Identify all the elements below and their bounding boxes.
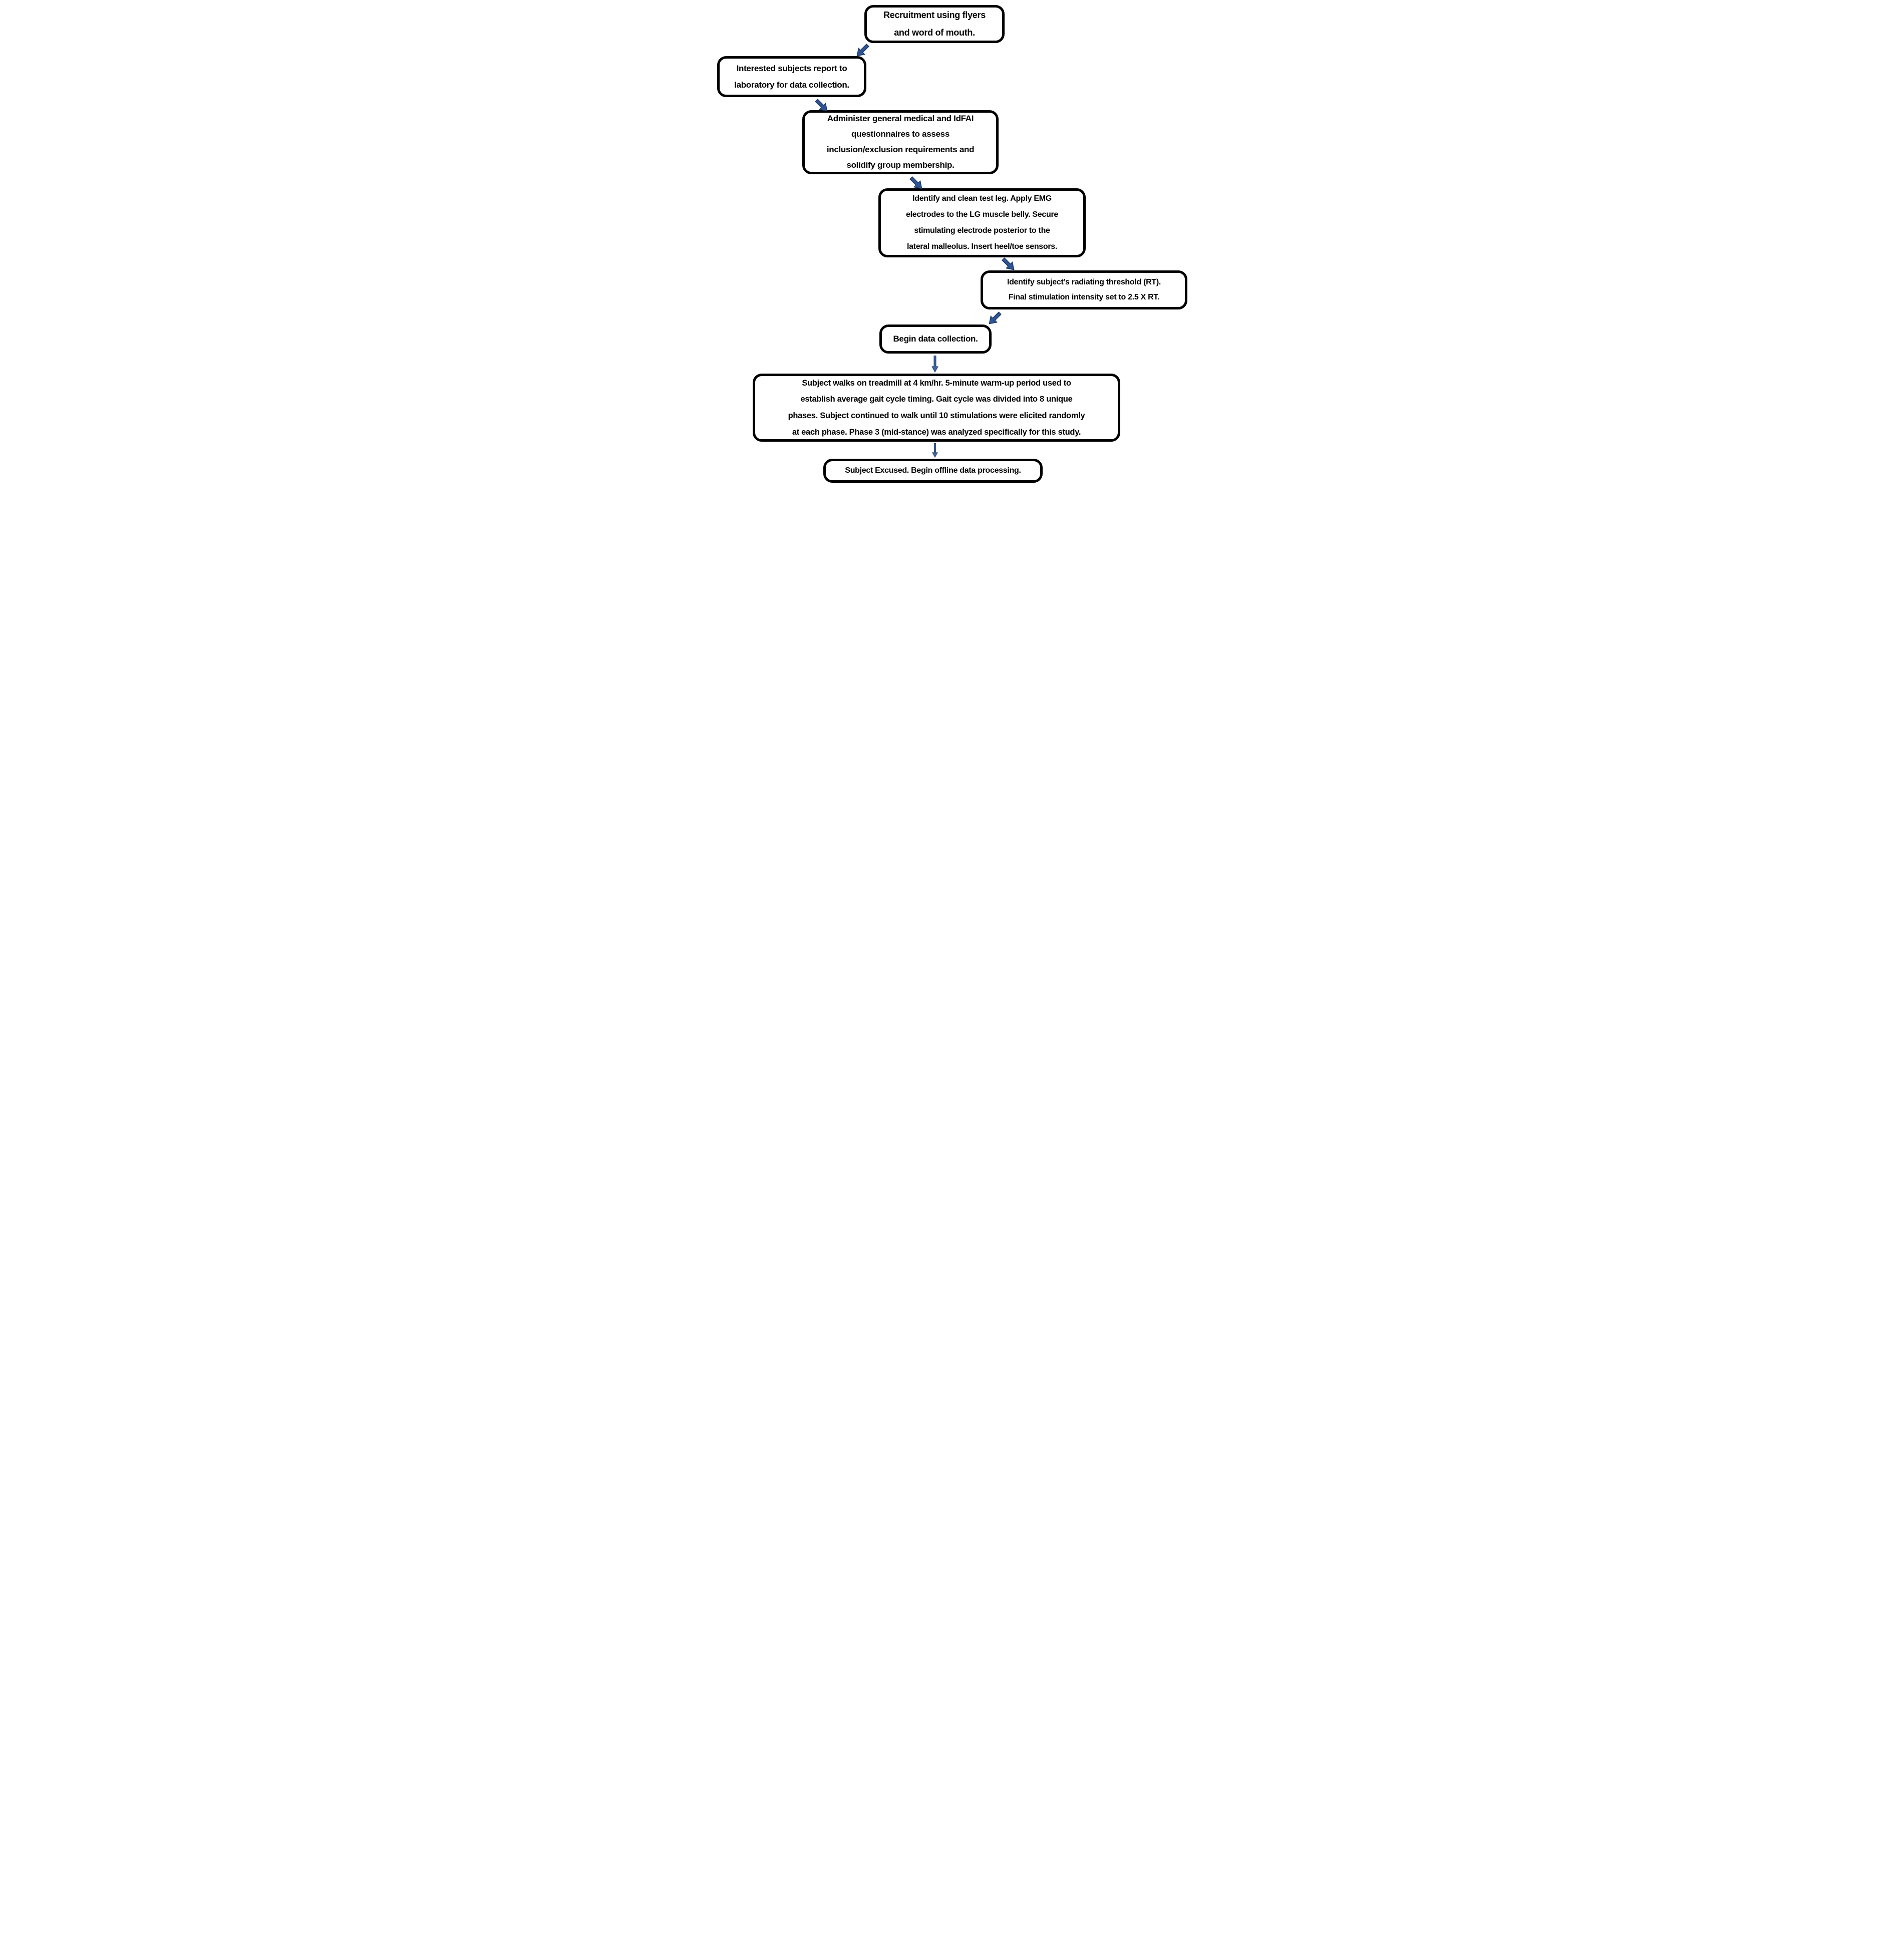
arrow-down-icon — [931, 356, 938, 373]
node-begin-data-collection: Begin data collection. — [879, 325, 992, 354]
arrow-down-right-icon — [909, 176, 922, 189]
node-treadmill-protocol: Subject walks on treadmill at 4 km/hr. 5… — [753, 374, 1120, 442]
connector-1-2 — [852, 41, 872, 61]
connector-4-5 — [999, 254, 1019, 274]
node-radiating-threshold: Identify subject’s radiating threshold (… — [981, 270, 1187, 309]
node-subject-excused: Subject Excused. Begin offline data proc… — [823, 459, 1043, 483]
arrow-down-left-icon — [989, 311, 1002, 325]
node-report-to-lab: Interested subjects report to laboratory… — [717, 56, 866, 97]
node-electrode-setup: Identify and clean test leg. Apply EMG e… — [878, 188, 1086, 257]
connector-6-7 — [930, 356, 939, 373]
arrow-down-icon — [932, 443, 938, 458]
connector-3-4 — [906, 173, 926, 193]
node-questionnaires: Administer general medical and IdFAI que… — [802, 110, 999, 174]
connector-7-8 — [930, 443, 939, 458]
connector-2-3 — [812, 96, 832, 116]
node-recruitment: Recruitment using flyers and word of mou… — [864, 5, 1005, 43]
arrow-down-right-icon — [1002, 257, 1015, 270]
connector-5-6 — [985, 308, 1005, 329]
arrow-down-right-icon — [815, 99, 828, 112]
arrow-down-left-icon — [856, 44, 869, 57]
flowchart-figure: Recruitment using flyers and word of mou… — [714, 0, 1190, 486]
